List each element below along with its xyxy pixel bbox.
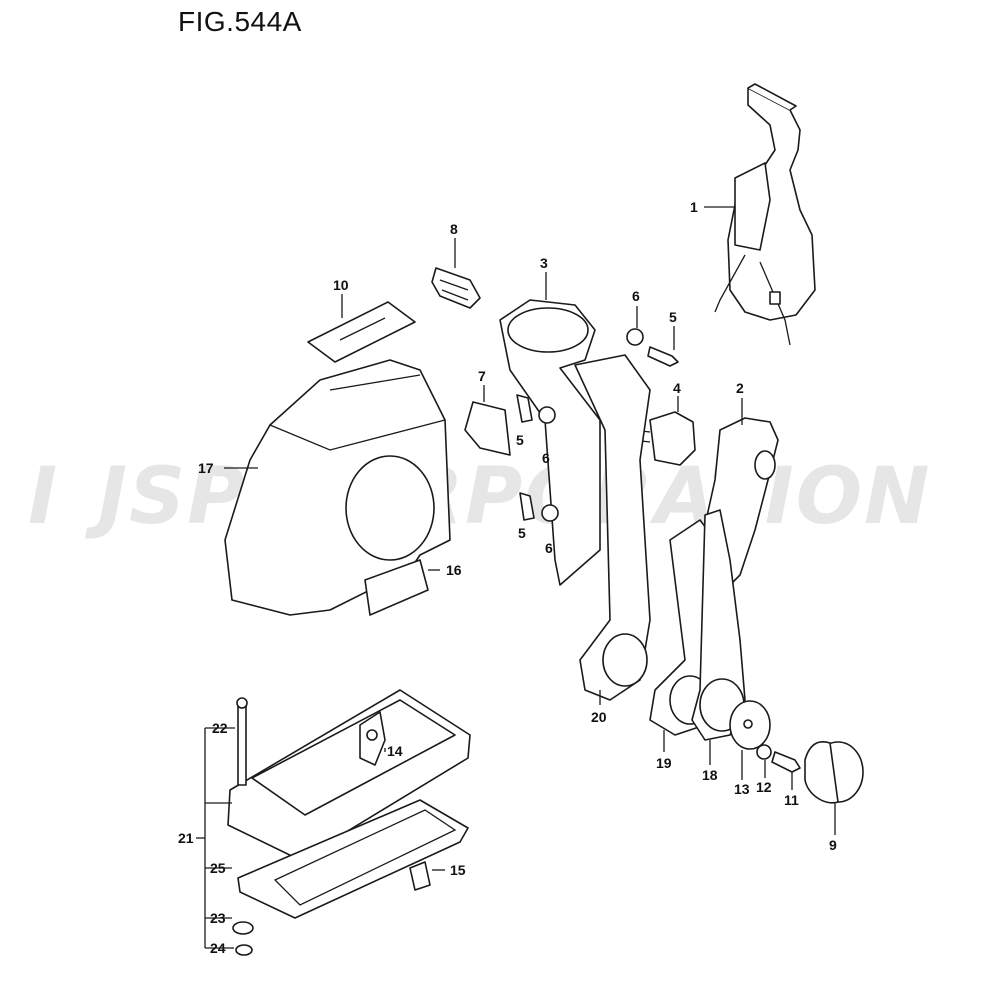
part-5-bolt-low xyxy=(519,492,535,521)
part-4-switch-knob xyxy=(632,411,696,466)
callout-25: 25 xyxy=(210,860,226,876)
part-16-insert xyxy=(364,559,429,616)
callout-23: 23 xyxy=(210,910,226,926)
part-6-washer-low xyxy=(541,504,559,522)
callout-4: 4 xyxy=(673,380,681,396)
figure-title: FIG.544A xyxy=(178,6,302,37)
callout-7: 7 xyxy=(478,368,486,384)
callout-5-low: 5 xyxy=(518,525,526,541)
part-15-clip xyxy=(409,861,431,891)
callout-5-top: 5 xyxy=(669,309,677,325)
callout-16: 16 xyxy=(446,562,462,578)
callout-1: 1 xyxy=(690,199,698,215)
part-13-plate xyxy=(729,700,771,750)
part-23-washer xyxy=(232,921,254,935)
part-21-base xyxy=(227,689,471,861)
part-1-control-lever xyxy=(714,83,816,346)
callout-14: 14 xyxy=(387,743,403,759)
callout-3: 3 xyxy=(540,255,548,271)
callout-13: 13 xyxy=(734,781,750,797)
watermark-j-logo: Ⅰ xyxy=(28,452,60,542)
callout-21: 21 xyxy=(178,830,194,846)
part-6-washer-mid xyxy=(538,406,556,424)
part-6-washer-top xyxy=(626,328,644,346)
callout-24: 24 xyxy=(210,940,226,956)
callout-22: 22 xyxy=(212,720,228,736)
callout-9: 9 xyxy=(829,837,837,853)
callout-6-low: 6 xyxy=(545,540,553,556)
callout-18: 18 xyxy=(702,767,718,783)
part-11-screw xyxy=(771,751,801,773)
part-22-screw xyxy=(236,697,248,786)
part-5-bolt-top xyxy=(647,346,679,367)
part-12-washer xyxy=(756,744,772,760)
callout-15: 15 xyxy=(450,862,466,878)
part-20-arm xyxy=(574,354,651,701)
callout-6-top: 6 xyxy=(632,288,640,304)
callout-5-mid: 5 xyxy=(516,432,524,448)
callout-12: 12 xyxy=(756,779,772,795)
callout-6-mid: 6 xyxy=(542,450,550,466)
part-10-plate xyxy=(307,301,416,363)
callout-8: 8 xyxy=(450,221,458,237)
leader-lines xyxy=(196,206,836,949)
callout-20: 20 xyxy=(591,709,607,725)
part-14-bracket xyxy=(359,711,386,766)
callout-10: 10 xyxy=(333,277,349,293)
callout-2: 2 xyxy=(736,380,744,396)
part-7-clip xyxy=(464,401,511,456)
callout-19: 19 xyxy=(656,755,672,771)
part-24-nut xyxy=(235,944,253,956)
callout-labels: 1 2 3 4 5 5 5 6 6 6 7 8 9 10 11 12 13 14… xyxy=(178,199,837,956)
part-17-cover xyxy=(224,359,451,616)
part-9-cap xyxy=(804,741,864,804)
part-25-gasket xyxy=(237,799,469,919)
callout-17: 17 xyxy=(198,460,214,476)
part-5-bolt-mid xyxy=(516,394,533,423)
part-8-emblem xyxy=(431,267,481,309)
callout-11: 11 xyxy=(784,792,799,808)
